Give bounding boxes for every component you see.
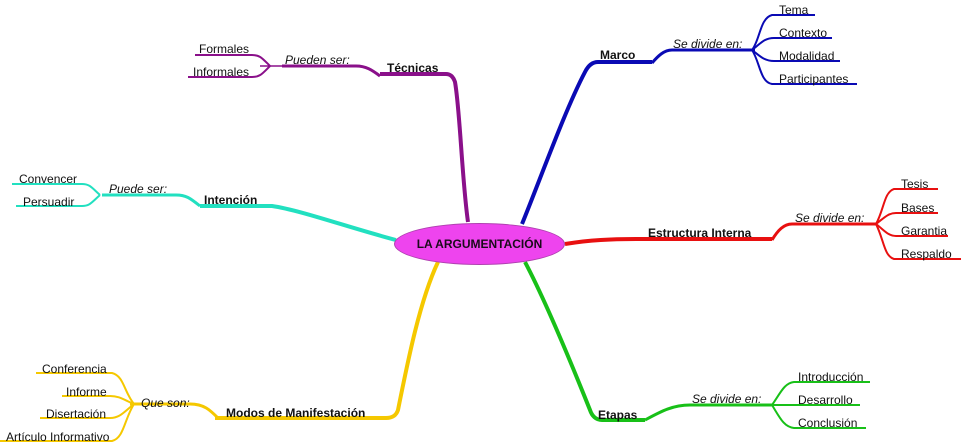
topic-etapas[interactable]: Etapas [598, 408, 638, 422]
subtopic-desarrollo[interactable]: Desarrollo [798, 393, 853, 407]
subtopic-tesis[interactable]: Tesis [901, 177, 929, 191]
subtopic-tema[interactable]: Tema [779, 3, 809, 17]
topic-tecnicas[interactable]: Técnicas [387, 61, 439, 75]
branch-intencion-lines [12, 183, 397, 242]
branch-estructura-lines [564, 188, 961, 260]
connector-tecnicas: Pueden ser: [285, 53, 350, 67]
connector-etapas: Se divide en: [692, 392, 762, 406]
branch-modos-lines [0, 261, 440, 442]
topic-modos-de-manifestacion[interactable]: Modos de Manifestación [226, 406, 366, 420]
subtopic-contexto[interactable]: Contexto [779, 26, 828, 40]
branch-etapas-lines [523, 261, 870, 429]
connector-modos: Que son: [141, 396, 190, 410]
subtopic-modalidad[interactable]: Modalidad [779, 49, 835, 63]
branch-marco-lines [520, 14, 857, 225]
topic-estructura-interna[interactable]: Estructura Interna [648, 226, 752, 240]
connector-estructura: Se divide en: [795, 211, 865, 225]
subtopic-persuadir[interactable]: Persuadir [23, 195, 75, 209]
subtopic-informales[interactable]: Informales [193, 65, 250, 79]
branch-tecnicas-lines [188, 54, 470, 223]
connector-intencion: Puede ser: [109, 182, 168, 196]
subtopic-conclusion[interactable]: Conclusión [798, 416, 858, 430]
subtopic-garantia[interactable]: Garantia [901, 224, 948, 238]
subtopic-respaldo[interactable]: Respaldo [901, 247, 952, 261]
subtopic-formales[interactable]: Formales [199, 42, 250, 56]
central-topic-label: LA ARGUMENTACIÓN [416, 237, 543, 251]
subtopic-convencer[interactable]: Convencer [19, 172, 78, 186]
connector-marco: Se divide en: [673, 37, 743, 51]
subtopic-conferencia[interactable]: Conferencia [42, 362, 107, 376]
subtopic-participantes[interactable]: Participantes [779, 72, 849, 86]
subtopic-disertacion[interactable]: Disertación [46, 407, 107, 421]
topic-marco[interactable]: Marco [600, 48, 636, 62]
central-topic[interactable]: LA ARGUMENTACIÓN [394, 223, 565, 265]
subtopic-introduccion[interactable]: Introducción [798, 370, 864, 384]
subtopic-articulo-informativo[interactable]: Artículo Informativo [6, 430, 110, 444]
subtopic-bases[interactable]: Bases [901, 201, 935, 215]
topic-intencion[interactable]: Intención [204, 193, 258, 207]
subtopic-informe[interactable]: Informe [66, 385, 107, 399]
